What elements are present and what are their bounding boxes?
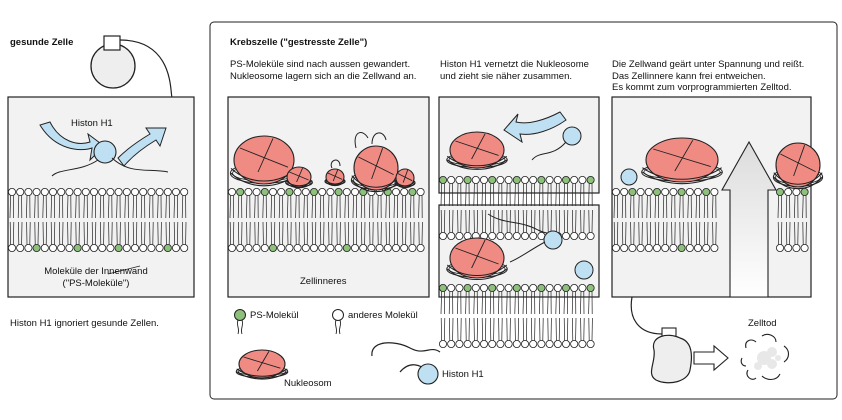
inner-wall-label: Moleküle der Innenwand ("PS-Moleküle") — [44, 266, 148, 289]
step3-description: Die Zellwand geärt unter Spannung und re… — [612, 59, 805, 93]
healthy-cell-icon — [90, 35, 173, 98]
step1-panel — [227, 96, 430, 298]
step2b-nucleosome — [446, 237, 508, 280]
step1-nucleosomes — [229, 132, 416, 193]
step1-membrane — [227, 187, 425, 252]
cancer-section-frame — [209, 21, 838, 400]
legend-other-molecule-symbol — [332, 309, 344, 335]
step3-membrane — [612, 187, 809, 252]
transition-arrow — [693, 344, 729, 372]
healthy-histone-label: Histon H1 — [71, 118, 113, 129]
healthy-caption: Histon H1 ignoriert gesunde Zellen. — [10, 318, 159, 329]
legend-other-molecule-label: anderes Molekül — [348, 310, 418, 321]
step2a-membrane — [438, 175, 595, 240]
step2a-histone — [503, 111, 582, 161]
healthy-histone-arrows — [39, 121, 169, 177]
step2-description: Histon H1 vernetzt die Nukleosome und zi… — [440, 59, 589, 82]
legend-histone-symbol — [371, 342, 441, 385]
step3-histone — [620, 168, 638, 186]
step1-description: PS-Moleküle sind nach aussen gewandert. … — [230, 59, 417, 82]
cancer-cell-title: Krebszelle ("gestresste Zelle") — [230, 37, 368, 48]
healthy-membrane — [7, 187, 189, 252]
cell-death-label: Zelltod — [748, 318, 777, 329]
legend-histone-label: Histon H1 — [442, 369, 484, 380]
step3-escape-arrow — [721, 140, 777, 298]
cell-contents-cloud — [754, 347, 781, 370]
step2a-nucleosome — [446, 131, 508, 170]
cell-interior-label: Zellinneres — [300, 276, 347, 287]
step2b-histone — [487, 213, 594, 280]
stressed-cell-icon — [650, 334, 693, 384]
legend-nucleosome-label: Nukleosom — [284, 378, 332, 389]
step2b-membrane — [438, 283, 595, 348]
step3-panel — [611, 96, 812, 298]
healthy-cell-title: gesunde Zelle — [10, 37, 74, 48]
legend-ps-molecule-symbol — [234, 309, 246, 335]
step3-nucleosomes — [641, 137, 824, 190]
legend-nucleosome-symbol — [235, 349, 289, 380]
dead-cell-fragments — [740, 333, 790, 381]
legend-ps-molecule-label: PS-Molekül — [250, 310, 299, 321]
